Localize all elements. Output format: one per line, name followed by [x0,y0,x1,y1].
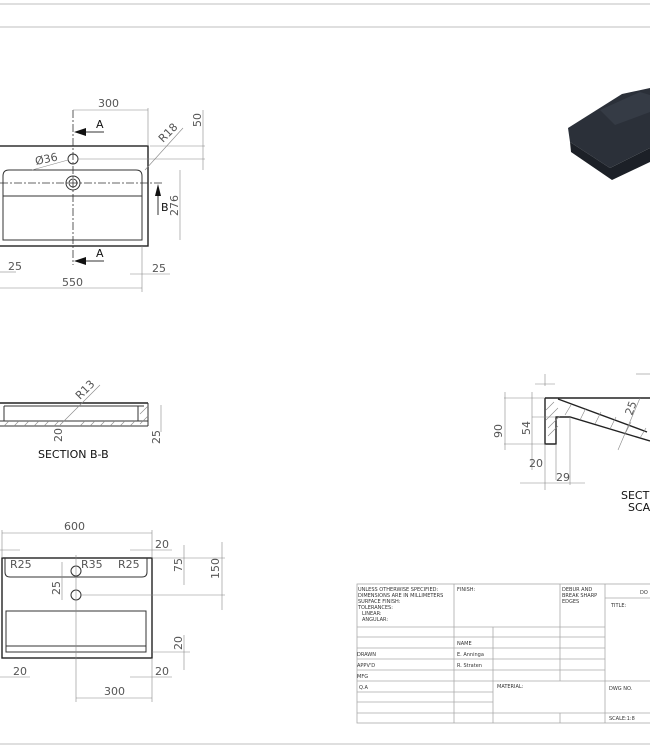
section-b-label: B [161,201,169,214]
dim-29: 29 [556,471,570,484]
dim-20-bottom-right: 20 [155,665,169,678]
render-basin [600,92,650,125]
section-a-slope [557,398,648,433]
bottom-view: 600 20 75 150 R25 R35 R25 25 20 20 20 30… [0,520,225,702]
dim-20: 20 [529,457,543,470]
plan-basin [2,169,143,241]
title-block-frame [356,583,650,724]
section-a-a-scale: SCA [628,501,650,514]
plan-view: 300 50 A A R18 Ø36 B 276 25 25 550 [0,97,205,292]
bottom-outline [1,557,153,659]
material-label: MATERIAL: [497,684,524,690]
diameter-36: Ø36 [34,151,59,168]
section-b-b-title: SECTION B-B [38,448,109,461]
dim-50: 50 [191,113,204,127]
drawn-label: DRAWN [357,652,376,658]
drain-outer [65,175,81,191]
dim-300: 300 [98,97,119,110]
drain-inner [68,178,78,188]
radius-r25-left: R25 [10,558,32,571]
title-block: UNLESS OTHERWISE SPECIFIED: DIMENSIONS A… [356,583,650,724]
leader-r18 [144,127,184,171]
dim-276: 276 [168,195,181,216]
scale-label: SCALE:1:8 [609,716,635,722]
leader-r13 [59,384,101,426]
section-b-arrow-icon [155,184,161,196]
finish-label: FINISH: [457,587,475,593]
section-arrow-icon [74,257,86,265]
title-label: TITLE: [610,603,627,609]
note-surface-finish: SURFACE FINISH: [358,599,401,605]
deburr-line-3: EDGES [562,599,579,605]
dim-75: 75 [172,558,185,572]
note-unless-specified: UNLESS OTHERWISE SPECIFIED: [358,587,438,593]
qa-label: Q.A [359,685,369,691]
note-tolerances: TOLERANCES: [357,605,393,611]
section-a-hatch [545,401,647,439]
dim-25-right: 25 [152,262,166,275]
section-a-a-title: SECTI [621,489,650,502]
radius-r25-right: R25 [118,558,140,571]
dim-600: 600 [64,520,85,533]
radius-r35: R35 [81,558,103,571]
section-a-label-top: A [96,118,104,131]
basin-3d-render [568,88,650,180]
section-arrow-icon [74,128,86,136]
section-a-label-bottom: A [96,247,104,260]
dim-300: 300 [104,685,125,698]
deburr-line-1: DEBUR AND [562,587,592,593]
section-a-a: 90 54 20 29 25 SECTI SCA [492,373,650,514]
dim-25: 25 [623,399,640,417]
dwg-no-label: DWG NO. [609,686,633,692]
dim-550: 550 [62,276,83,289]
dim-25-left: 25 [8,260,22,273]
note-linear: LINEAR: [362,611,382,617]
name-header: NAME [457,641,472,647]
approved-name: R. Straten [457,663,482,669]
section-b-b: R13 20 25 SECTION B-B [0,378,163,461]
approved-label: APPV'D [357,663,375,669]
render-front [570,142,650,180]
radius-r13: R13 [73,378,97,402]
note-angular: ANGULAR: [362,617,388,623]
drawn-name: E. Anninga [457,652,484,658]
dim-20: 20 [52,428,65,442]
dim-150: 150 [209,558,222,579]
leader-25 [617,397,641,451]
section-a-profile [544,397,650,445]
dim-90: 90 [492,424,505,438]
do-not-scale-label: DO [640,590,648,596]
radius-r18: R18 [156,121,180,145]
dim-20-top: 20 [155,538,169,551]
dim-25: 25 [50,581,63,595]
dim-25: 25 [150,430,163,444]
deburr-line-2: BREAK SHARP [562,593,597,599]
note-dimensions: DIMENSIONS ARE IN MILLIMETERS [358,593,443,599]
dim-20-right: 20 [172,636,185,650]
leader-d36 [31,159,69,171]
dim-20-bottom-left: 20 [13,665,27,678]
mfg-label: MFG [357,674,368,680]
dim-54: 54 [520,421,533,435]
section-hatch [3,405,149,427]
